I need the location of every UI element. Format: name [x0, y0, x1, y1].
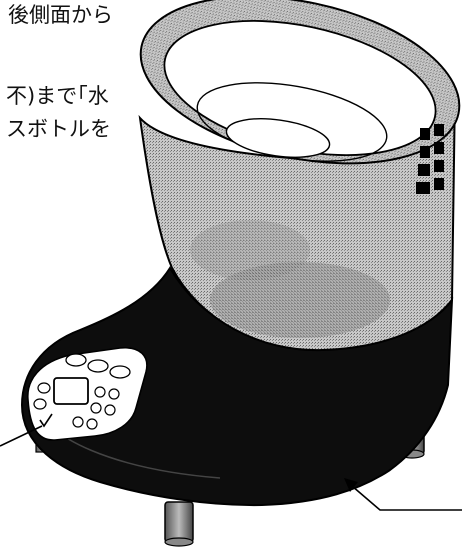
panel-button	[37, 382, 51, 394]
panel-button	[94, 386, 106, 398]
panel-button	[109, 365, 131, 379]
control-panel	[27, 347, 148, 441]
panel-button	[108, 388, 120, 400]
panel-button	[86, 418, 98, 430]
arrow-to-base	[344, 478, 462, 511]
panel-button	[90, 402, 102, 414]
panel-button	[72, 416, 84, 428]
panel-button	[65, 353, 87, 367]
panel-button	[87, 359, 109, 373]
side-vents	[416, 124, 444, 194]
panel-button	[104, 404, 116, 416]
display-screen	[53, 377, 89, 405]
check-mark-icon	[39, 413, 53, 428]
caption-line-3: スボトルを	[6, 117, 111, 141]
caption-line-1: 後側面から	[8, 3, 113, 27]
caption-line-2: 不)まで｢水	[6, 84, 109, 108]
panel-button	[33, 398, 47, 410]
arrow-to-panel	[0, 425, 43, 447]
